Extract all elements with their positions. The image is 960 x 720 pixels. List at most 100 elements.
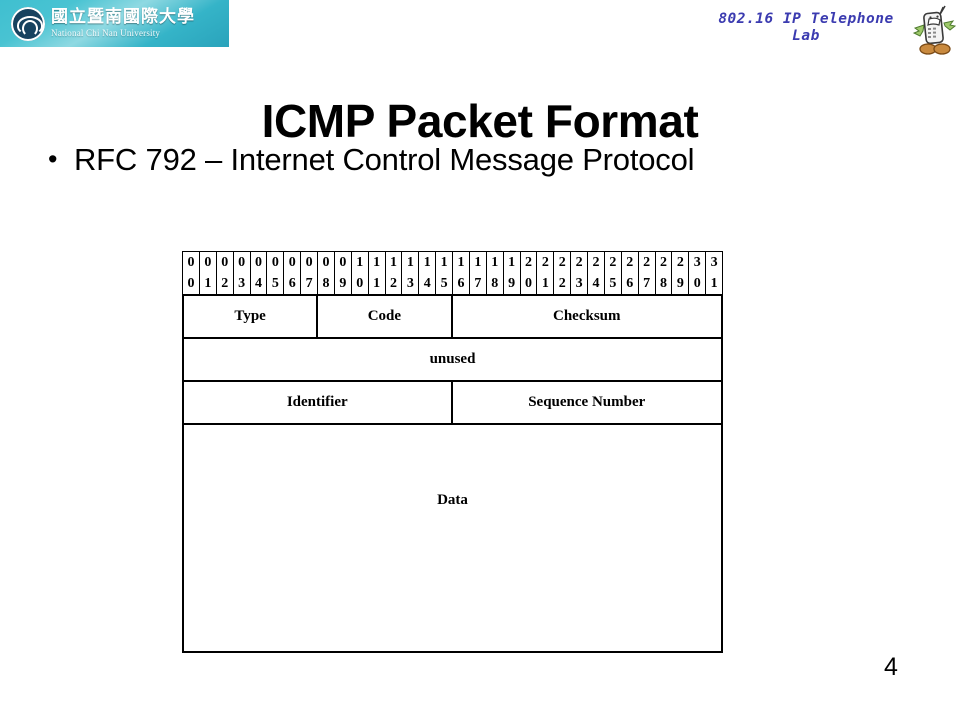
bit-ones-digit: 5 [271,276,279,291]
university-name-cn: 國立暨南國際大學 [51,6,195,27]
university-name-en: National Chi Nan University [51,27,161,38]
bit-ones-digit: 9 [676,276,684,291]
bit-tens-digit: 1 [406,255,414,270]
bit-tens-digit: 1 [389,255,397,270]
bit-tens-digit: 0 [339,255,347,270]
bit-ones-digit: 7 [474,276,482,291]
bit-ones-digit: 1 [541,276,549,291]
bit-tens-digit: 1 [373,255,381,270]
bit-ones-digit: 5 [440,276,448,291]
bit-ones-digit: 4 [423,276,431,291]
identifier-row: Identifier Sequence Number [182,382,723,425]
bit-tens-digit: 1 [474,255,482,270]
cartoon-mobile-phone-mascot-icon [912,5,956,55]
bit-ones-digit: 8 [491,276,499,291]
packet-field-identifier: Identifier [184,382,453,423]
bit-ones-digit: 0 [524,276,532,291]
bit-tens-digit: 0 [238,255,246,270]
bit-tens-digit: 0 [322,255,330,270]
bit-ones-digit: 0 [693,276,701,291]
lab-title-line-1: 802.16 IP Telephone [718,11,894,27]
university-seal-icon [11,6,45,41]
bit-ones-digit: 7 [643,276,651,291]
bit-tens-digit: 3 [710,255,718,270]
bit-tens-digit: 1 [423,255,431,270]
bit-tens-digit: 2 [676,255,684,270]
bit-tens-digit: 2 [609,255,617,270]
packet-field-unused: unused [429,351,476,367]
bit-ones-digit: 3 [406,276,414,291]
bit-tens-digit: 2 [592,255,600,270]
bit-ones-digit: 6 [626,276,634,291]
bit-tens-digit: 1 [457,255,465,270]
bit-tens-digit: 0 [221,255,229,270]
university-banner-text: 國立暨南國際大學 National Chi Nan University [51,6,195,38]
bit-ones-digit: 3 [238,276,246,291]
bit-tens-digit: 0 [254,255,262,270]
bit-ones-digit: 1 [204,276,212,291]
bit-tens-digit: 2 [643,255,651,270]
unused-row: unused [182,339,723,382]
bit-ones-digit: 4 [254,276,262,291]
university-banner: 國立暨南國際大學 National Chi Nan University [0,0,229,47]
lab-title-line-2: Lab [792,28,820,44]
packet-field-checksum: Checksum [552,308,621,324]
bit-tens-digit: 1 [491,255,499,270]
data-row: Data [182,425,723,653]
page-number: 4 [884,653,898,681]
bit-ones-digit: 8 [322,276,330,291]
bit-tens-digit: 1 [508,255,516,270]
bit-tens-digit: 2 [626,255,634,270]
bit-ones-digit: 1 [710,276,718,291]
bit-ones-digit: 8 [659,276,667,291]
bit-tens-digit: 2 [541,255,549,270]
packet-field-data: Data [437,492,468,508]
bit-tens-digit: 1 [440,255,448,270]
bit-tens-digit: 0 [187,255,195,270]
bullet-text: RFC 792 – Internet Control Message Proto… [74,142,695,177]
bit-tens-digit: 3 [693,255,701,270]
page-title: ICMP Packet Format [261,94,699,147]
bit-ones-digit: 5 [609,276,617,291]
bit-ones-digit: 4 [592,276,600,291]
bit-ones-digit: 6 [457,276,465,291]
bit-tens-digit: 0 [305,255,313,270]
packet-field-sequence-number: Sequence Number [528,394,646,410]
bit-tens-digit: 0 [271,255,279,270]
bit-ones-digit: 3 [575,276,583,291]
bit-ones-digit: 2 [389,276,397,291]
bit-ones-digit: 2 [558,276,566,291]
bit-ones-digit: 0 [356,276,364,291]
bit-ones-digit: 7 [305,276,313,291]
